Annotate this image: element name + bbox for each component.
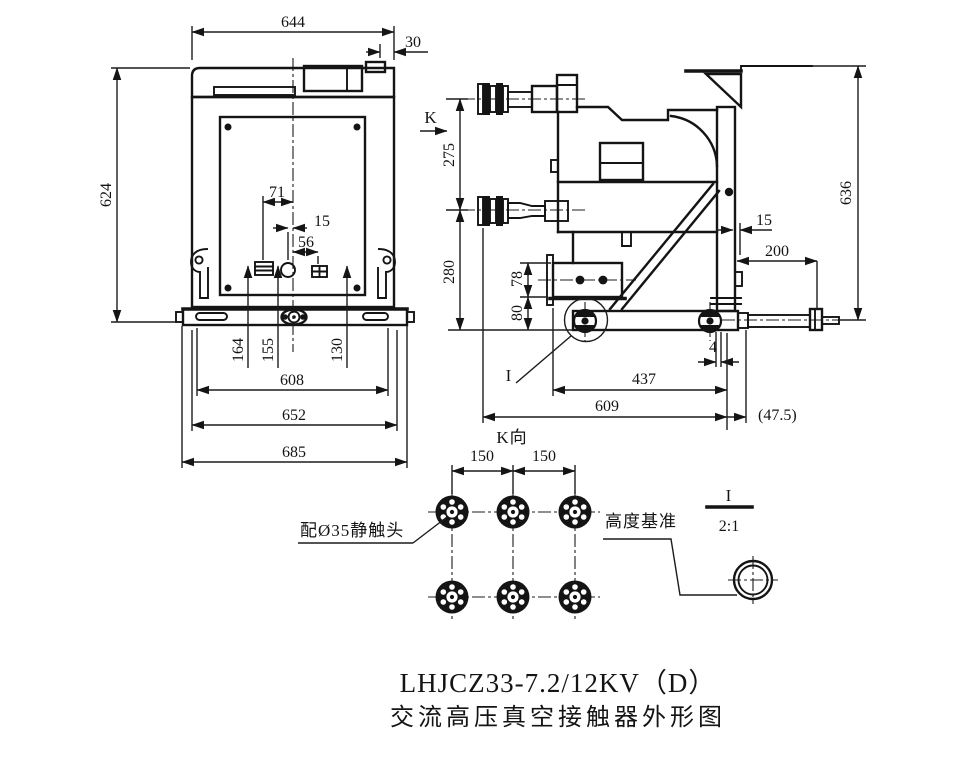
dim-80: 80 <box>509 305 526 321</box>
detail-circle-I <box>563 297 609 343</box>
contact-note: 配Ø35静触头 <box>300 521 404 540</box>
mounting-hooks <box>190 248 396 299</box>
detail-ref-label: I <box>506 366 513 385</box>
dim-71: 71 <box>269 184 285 201</box>
dim-150-left: 150 <box>470 448 494 465</box>
dim-130: 130 <box>329 338 346 362</box>
dim-608: 608 <box>280 372 304 389</box>
dim-275: 275 <box>441 143 458 167</box>
height-datum-label: 高度基准 <box>605 512 677 531</box>
front-roller <box>572 308 598 334</box>
front-dimensions: 644 30 624 71 15 56 164 155 130 <box>98 14 428 468</box>
rear-column <box>684 65 813 313</box>
dim-280: 280 <box>441 260 458 284</box>
front-body <box>190 95 396 309</box>
upper-terminal <box>477 83 559 115</box>
dim-78: 78 <box>509 271 526 287</box>
detail-view: I 2:1 高度基准 <box>603 486 778 604</box>
base-rail <box>175 307 415 327</box>
dim-624: 624 <box>98 183 115 207</box>
drawing-title: 交流高压真空接触器外形图 <box>390 704 726 731</box>
body-inner-box <box>598 141 645 182</box>
top-cover-box <box>302 64 364 93</box>
k-view-arrow: K <box>420 108 448 136</box>
panel-fittings <box>254 261 328 278</box>
title-block: LHJCZ33-7.2/12KV（D） 交流高压真空接触器外形图 <box>390 668 726 731</box>
dim-15-side: 15 <box>756 212 772 229</box>
dim-636: 636 <box>838 181 855 205</box>
contact-terminal <box>496 580 530 614</box>
dim-644: 644 <box>281 14 305 31</box>
dim-56: 56 <box>298 234 314 251</box>
front-view: 644 30 624 71 15 56 164 155 130 <box>98 14 428 468</box>
drawing-model: LHJCZ33-7.2/12KV（D） <box>400 668 717 698</box>
lower-terminal <box>477 196 569 226</box>
dim-609: 609 <box>595 398 619 415</box>
k-arrow-label: K <box>424 108 437 127</box>
dim-30: 30 <box>405 34 421 51</box>
contact-terminal <box>496 495 530 529</box>
brace <box>608 182 715 311</box>
dim-15-front: 15 <box>314 213 330 230</box>
contact-terminal <box>435 495 469 529</box>
contact-terminal <box>435 580 469 614</box>
side-dimensions: 275 280 78 80 636 15 200 4 <box>441 65 866 430</box>
contact-terminal <box>558 580 592 614</box>
top-block <box>555 73 579 114</box>
height-datum-leader <box>603 538 737 596</box>
top-tab <box>364 60 387 74</box>
dim-4: 4 <box>709 339 717 356</box>
top-cover-bar <box>213 86 296 96</box>
rear-roller <box>697 308 723 334</box>
dim-150-right: 150 <box>532 448 556 465</box>
side-base <box>571 308 740 334</box>
dim-200: 200 <box>765 243 789 260</box>
contact-terminal <box>558 495 592 529</box>
dim-652: 652 <box>282 407 306 424</box>
k-view-title: K向 <box>496 428 527 447</box>
dim-164: 164 <box>230 338 247 362</box>
body-arc <box>669 114 719 168</box>
body-top-edge <box>575 105 719 122</box>
detail-scale: 2:1 <box>719 518 739 535</box>
side-view: I K 275 280 78 80 636 <box>420 65 866 430</box>
dim-437: 437 <box>632 371 656 388</box>
dim-155: 155 <box>260 338 277 362</box>
front-panel <box>218 115 367 297</box>
detail-title-ref: I <box>726 486 733 505</box>
dim-47-5: (47.5) <box>758 407 797 424</box>
dim-685: 685 <box>282 444 306 461</box>
drive-rod <box>737 307 840 332</box>
k-direction-view: K向 150 150 配Ø35静触头 <box>298 428 600 622</box>
